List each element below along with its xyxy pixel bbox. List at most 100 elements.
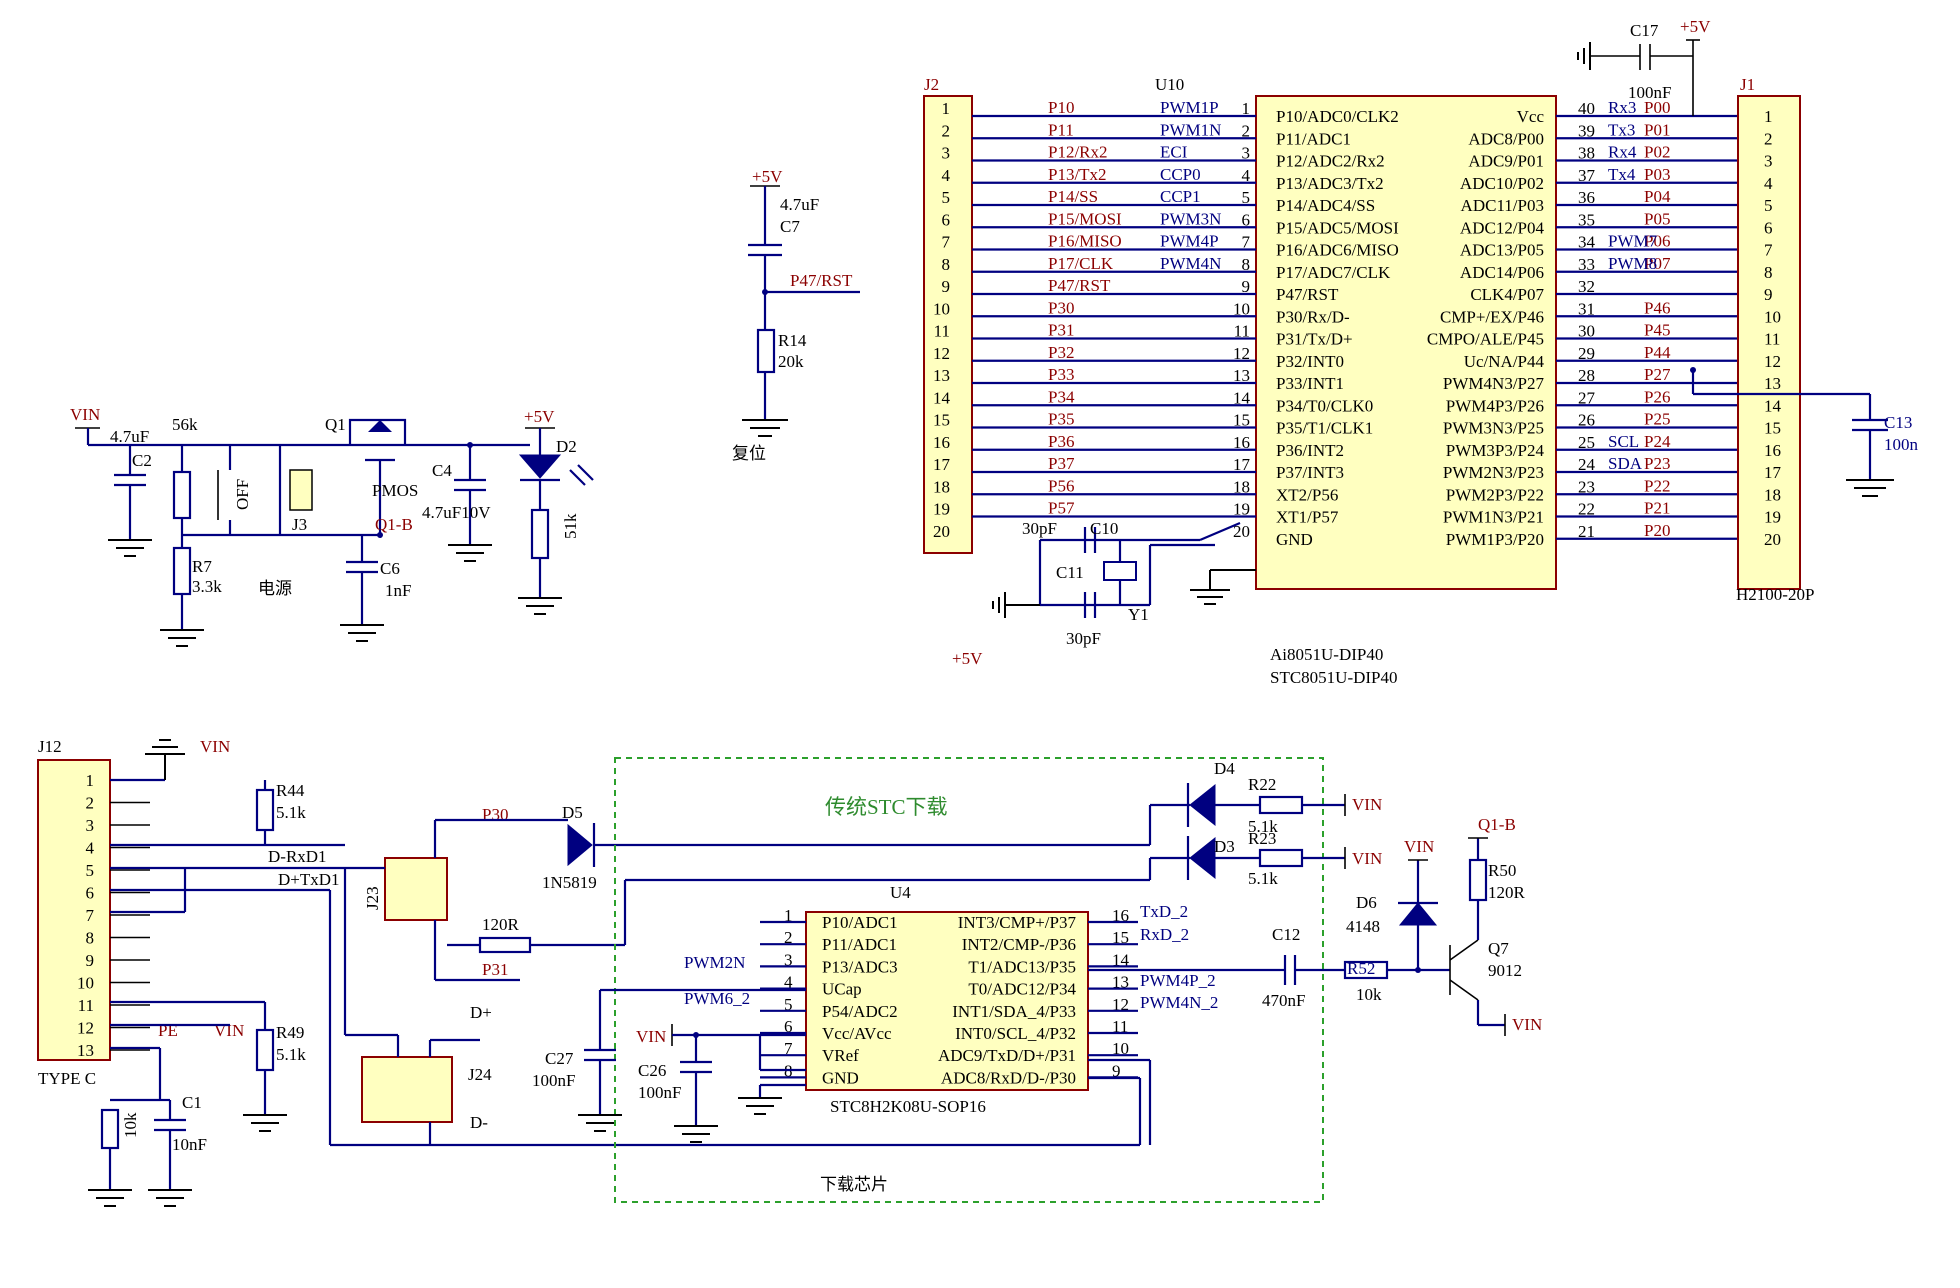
u10-left-pin-num: 15 [1233, 411, 1250, 430]
r49-value: 5.1k [276, 1045, 306, 1064]
u10-right-pin-num: 31 [1578, 299, 1595, 318]
u10-left-net: P37 [1048, 454, 1075, 473]
r52-value: 10k [1356, 985, 1382, 1004]
u10-left-pin-num: 4 [1242, 166, 1251, 185]
u10-right-net: P27 [1644, 365, 1671, 384]
u10-right-pin-name: PWM4P3/P26 [1446, 396, 1544, 415]
u10-left-alt: CCP0 [1160, 165, 1201, 184]
u10-right-net: P05 [1644, 209, 1670, 228]
j12-pin-num: 1 [86, 771, 95, 790]
u4-net-pwm4p: PWM4P_2 [1140, 971, 1216, 990]
u10-right-pin-name: Vcc [1517, 107, 1545, 126]
c10-value: 30pF [1022, 519, 1057, 538]
u4-left-pin-name: P54/ADC2 [822, 1002, 898, 1021]
r44-ref: R44 [276, 781, 305, 800]
r14-ref: R14 [778, 331, 807, 350]
j1-pin-num: 4 [1764, 174, 1773, 193]
u4-right-pin-num: 13 [1112, 973, 1129, 992]
u10-left-pin-name: P16/ADC6/MISO [1276, 241, 1399, 260]
u10-right-pin-name: ADC14/P06 [1460, 263, 1544, 282]
u10-left-net: P33 [1048, 365, 1074, 384]
u10-left-pin-name: P30/Rx/D- [1276, 307, 1350, 326]
u10-left-net: P47/RST [1048, 276, 1111, 295]
c13-value: 100n [1884, 435, 1919, 454]
c4-value: 4.7uF10V [422, 503, 491, 522]
r7-ref: R7 [192, 557, 212, 576]
j2-pin-num: 1 [942, 99, 951, 118]
u10-right-pin-num: 29 [1578, 344, 1595, 363]
u10-right-pin-name: CMP+/EX/P46 [1440, 307, 1544, 326]
c13-capacitor: C13 100n [1690, 367, 1919, 497]
usb-pe: PE [158, 1021, 178, 1040]
u10-right-pin-name: CMPO/ALE/P45 [1427, 330, 1544, 349]
u10-gnd-symbol [1190, 569, 1256, 605]
u10-right-pin-num: 36 [1578, 188, 1595, 207]
faint-5v: +5V [952, 649, 983, 668]
u10-right-pin-name: PWM1P3/P20 [1446, 530, 1544, 549]
u4-chip [805, 911, 1089, 1091]
j12-pin-num: 10 [77, 974, 94, 993]
r50-value: 120R [1488, 883, 1526, 902]
u10-right-pin-num: 26 [1578, 411, 1595, 430]
j12-pin-num: 7 [86, 906, 95, 925]
j24-dplus: D+ [470, 1003, 492, 1022]
reset-label: 复位 [732, 444, 766, 463]
j12-pin-num: 5 [86, 861, 95, 880]
usb-dminus: D-RxD1 [268, 847, 327, 866]
u4-right-pin-name: INT0/SCL_4/P32 [955, 1024, 1076, 1043]
u10-left-alt: ECI [1160, 143, 1188, 162]
j12-pin-num: 11 [78, 996, 94, 1015]
c2-ref: C2 [132, 451, 152, 470]
u10-left-pin-name: P17/ADC7/CLK [1276, 263, 1391, 282]
u4-left-pin-name: GND [822, 1068, 859, 1087]
q1-type: PMOS [372, 481, 418, 500]
u10-left-alt: PWM4N [1160, 254, 1221, 273]
u10-left-pin-num: 13 [1233, 366, 1250, 385]
u10-left-net: P10 [1048, 98, 1074, 117]
u10-left-alt: PWM3N [1160, 209, 1221, 228]
u10-right-pin-name: PWM3P3/P24 [1446, 441, 1545, 460]
j1-connector [1737, 95, 1801, 590]
u4-ref: U4 [890, 883, 911, 902]
j2-pin-num: 6 [942, 210, 951, 229]
j12-pin-num: 13 [77, 1041, 94, 1060]
j1-pin-num: 8 [1764, 263, 1773, 282]
r14-value: 20k [778, 352, 804, 371]
u10-right-pin-num: 21 [1578, 522, 1595, 541]
j1-pin-num: 2 [1764, 129, 1773, 148]
c13-ref: C13 [1884, 413, 1912, 432]
r22-value: 5.1k [1248, 817, 1278, 836]
j2-pin-num: 9 [942, 277, 951, 296]
u4-right-pin-num: 11 [1112, 1017, 1128, 1036]
u4-net-pwm6: PWM6_2 [684, 989, 750, 1008]
u10-right-net: P04 [1644, 187, 1671, 206]
r50-ref: R50 [1488, 861, 1516, 880]
u4-right-pin-num: 10 [1112, 1039, 1129, 1058]
u10-right-alt: PWM8 [1608, 254, 1657, 273]
u10-right-pin-num: 33 [1578, 255, 1595, 274]
j1-part: H2100-20P [1736, 585, 1814, 604]
u10-ref: U10 [1155, 75, 1184, 94]
u10-right-net: P00 [1644, 98, 1670, 117]
c17-vcc: +5V [1680, 17, 1711, 36]
j2-pin-num: 2 [942, 121, 951, 140]
j2-pin-num: 7 [942, 233, 951, 252]
u10-left-net: P11 [1048, 120, 1074, 139]
u10-left-pin-name: P14/ADC4/SS [1276, 196, 1375, 215]
j2-pin-num: 18 [933, 477, 950, 496]
u10-right-net: P44 [1644, 343, 1671, 362]
u10-right-pin-num: 39 [1578, 121, 1595, 140]
u10-left-pin-name: P32/INT0 [1276, 352, 1344, 371]
u10-left-net: P30 [1048, 298, 1074, 317]
u4-right-pin-name: INT3/CMP+/P37 [958, 913, 1077, 932]
u4-left-pin-num: 7 [784, 1039, 793, 1058]
r49-ref: R49 [276, 1023, 304, 1042]
d6-value: 4148 [1346, 917, 1380, 936]
j2-pin-num: 5 [942, 188, 951, 207]
u10-left-pin-name: P35/T1/CLK1 [1276, 419, 1373, 438]
u4-part: STC8H2K08U-SOP16 [830, 1097, 986, 1116]
u4-right-pin-name: T1/ADC13/P35 [968, 957, 1076, 976]
